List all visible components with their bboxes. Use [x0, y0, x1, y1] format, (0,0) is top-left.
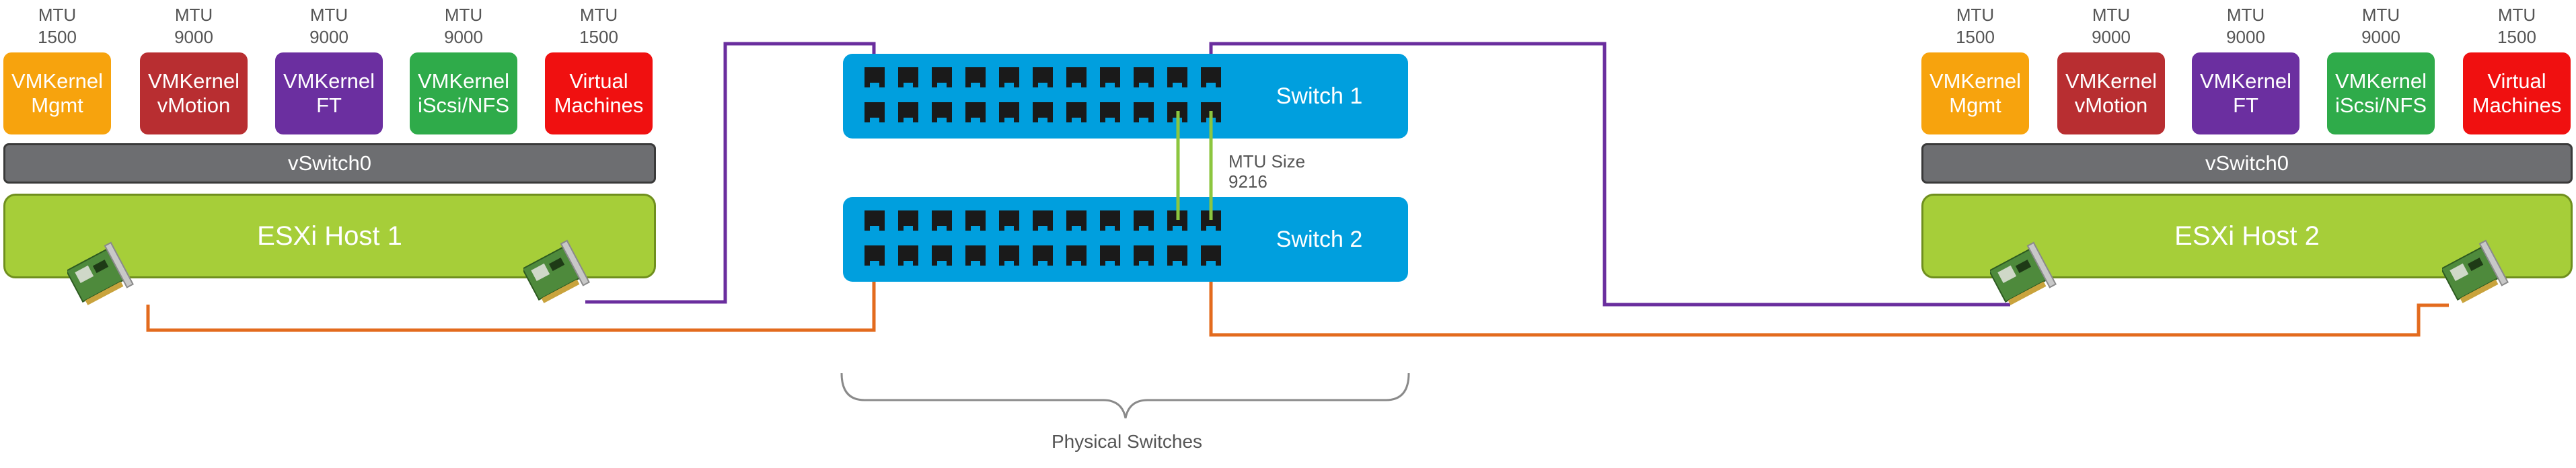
switch-port: [1134, 102, 1154, 122]
switch-2-label: Switch 2: [1276, 226, 1363, 252]
cable-switch2-host2-nic2: [1209, 265, 2449, 337]
cable-host1-nic1-switch2: [146, 265, 876, 332]
switch-port: [932, 210, 952, 231]
switch-port: [932, 102, 952, 122]
switch-port: [864, 210, 885, 231]
switch-port: [932, 67, 952, 87]
switch-port: [898, 245, 918, 266]
switch-port: [1134, 245, 1154, 266]
switch-1-label: Switch 1: [1276, 83, 1363, 109]
cable-host1-nic2-switch1: [585, 42, 876, 304]
physical-switches-brace: [840, 373, 1410, 419]
switch-port: [1100, 245, 1120, 266]
switch-port: [1167, 245, 1187, 266]
switch-port: [898, 67, 918, 87]
switch-port: [1100, 67, 1120, 87]
switch-port: [898, 210, 918, 231]
switch-port: [1033, 67, 1053, 87]
switch-port: [864, 245, 885, 266]
switch-port: [1066, 245, 1087, 266]
switch-port: [1066, 210, 1087, 231]
switch-port: [1033, 102, 1053, 122]
switch-port: [1167, 67, 1187, 87]
switch-port: [864, 102, 885, 122]
physical-switches-label: Physical Switches: [1051, 431, 1203, 452]
switch-port: [999, 245, 1019, 266]
switch-port: [1033, 210, 1053, 231]
switch-port: [1066, 67, 1087, 87]
switch-port: [1201, 210, 1221, 231]
switch-port: [1134, 210, 1154, 231]
nic-card-icon: [2442, 239, 2509, 303]
physical-switch-2: Switch 2: [843, 197, 1408, 282]
switch-port: [1066, 102, 1087, 122]
switch-port: [965, 67, 986, 87]
switch-port: [1201, 67, 1221, 87]
switch-port: [1100, 210, 1120, 231]
host1-vswitch: vSwitch0: [3, 143, 656, 184]
switch-port: [965, 210, 986, 231]
nic-card-icon: [67, 241, 134, 305]
switch-port: [1033, 245, 1053, 266]
switch-port: [965, 102, 986, 122]
switch-port: [864, 67, 885, 87]
switch-port: [999, 210, 1019, 231]
nic-card-icon: [523, 239, 590, 303]
physical-switch-1: Switch 1: [843, 54, 1408, 139]
switch-port: [999, 67, 1019, 87]
cable-switch1-host2-nic1: [1209, 42, 2010, 307]
switch-port: [898, 102, 918, 122]
switch-port: [965, 245, 986, 266]
switch-port: [999, 102, 1019, 122]
switch-port: [932, 245, 952, 266]
switch-port: [1201, 245, 1221, 266]
nic-card-icon: [1990, 241, 2057, 305]
host2-vswitch: vSwitch0: [1921, 143, 2573, 184]
switch-port: [1134, 67, 1154, 87]
switch-port: [1100, 102, 1120, 122]
